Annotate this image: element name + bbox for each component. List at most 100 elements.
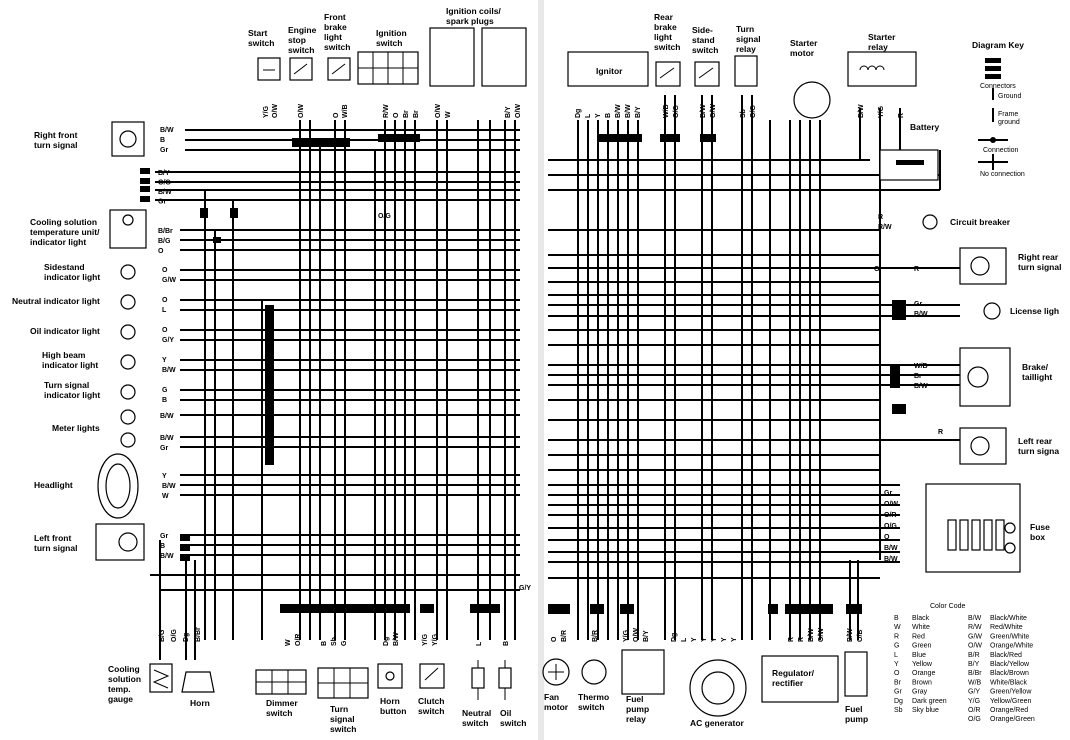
horn-button-icon [377,663,403,689]
clutch-code: Y/G [422,633,429,646]
bottom-left-code: Dg [183,633,190,642]
engine-stop-code: O/W [298,104,305,118]
dimmer-code: O/R [295,634,302,646]
starter-relay-code: B/W [858,104,865,118]
ac-code: L [681,637,688,642]
turn-signal-relay-icon [734,55,758,87]
bottom-left-code: B/Br [195,627,202,642]
starter-motor-icon [793,81,831,119]
rf-turn-code: Gr [160,147,168,154]
thermo-switch-icon [581,659,607,685]
neutral-code: L [162,307,167,314]
color-code-cell: Orange/Green [990,716,1035,723]
color-code-cell: Dg [894,698,903,705]
cooling-temp-unit-icon [109,209,147,249]
fan-code: O [551,636,558,642]
color-code-cell: O/G [968,716,981,723]
oil-switch-icon [498,660,512,700]
bottom-left-code: O/G [171,629,178,642]
regulator-code: B/W [808,628,815,642]
fuel-pump-code: O/B [857,630,864,642]
side-stand-code: B/W [700,104,707,118]
color-code-cell: B/W [968,615,982,622]
high-beam-code: Y [162,357,167,364]
starter-relay-icon [847,51,917,87]
coil2-code: O/W [515,104,522,118]
left-rear-turn-signal-icon [959,427,1007,465]
color-code-cell: B/Y [968,661,980,668]
headlight-label: Headlight [34,480,73,490]
neutral-sw-code: L [476,641,483,646]
rf-turn-code: B [160,137,165,144]
color-code-cell: L [894,652,898,659]
ignition-switch-icon [357,51,419,85]
coil1-code: O/W [435,104,442,118]
rear-brake-code: W/B [663,104,670,118]
color-code-title: Color Code [930,603,966,610]
color-code-cell: White/Black [990,679,1027,686]
clutch-switch-icon [419,663,445,689]
diagram-key-icons [978,58,1008,170]
ignitor-code: Y [595,113,602,118]
brake-tail-code: B/W [914,383,928,390]
color-code-cell: Brown [912,679,932,686]
fuel-relay-code: O/W [633,628,640,642]
ac-generator-label: AC generator [690,718,745,728]
regulator-code: R [798,637,805,642]
meter-lights-label: Meter lights [52,423,100,433]
fan-code: B/R [561,630,568,642]
turn-sw-code: Sb [331,637,338,646]
upper-group-code: B/Y [158,170,170,177]
ct-top-code: O/G [378,213,391,220]
headlight-code: B/W [162,483,176,490]
color-code-cell: Green [912,643,932,650]
ignitor-code: Dg [575,109,582,118]
fuel-pump-code: B/W [847,628,854,642]
color-code-cell: Black/Brown [990,670,1029,677]
right-components [542,51,1021,717]
cooling-temp-gauge-icon [149,663,173,693]
key-ground: Ground [998,93,1021,100]
color-code-cell: Sky blue [912,707,939,714]
license-light-label: License ligh [1010,306,1059,316]
color-code-cell: Gr [894,689,902,696]
cooling-code: B/G [158,238,171,245]
ignitor-code: L [585,113,592,118]
color-code-cell: B [894,615,899,622]
fuel-pump-icon [844,651,868,697]
coil1-code: W [445,111,452,118]
color-code-cell: G [894,643,899,650]
front-brake-code: O [333,112,340,118]
color-code-cell: Blue [912,652,926,659]
fan-motor-icon [542,658,570,686]
start-sw-code: Y/G [263,105,270,118]
neutral-switch-icon [471,660,485,700]
battery-icon [879,149,939,181]
color-code-cell: W/B [968,679,982,686]
rr-turn-code: R [914,266,919,273]
color-code-cell: R [894,633,899,640]
fuel-relay-code: Y/G [623,629,630,642]
fuel-pump-relay-icon [621,649,665,695]
color-code-cell: W [894,624,901,631]
color-code-cell: Black [912,615,930,622]
color-code-cell: G/W [968,633,982,640]
brake-taillight-icon [959,347,1011,407]
turn-sw-code: G [341,640,348,646]
fuse-code: O/W [884,501,898,508]
brake-taillight-label: Brake/taillight [1022,362,1052,382]
oil-sw-code: B [503,641,510,646]
